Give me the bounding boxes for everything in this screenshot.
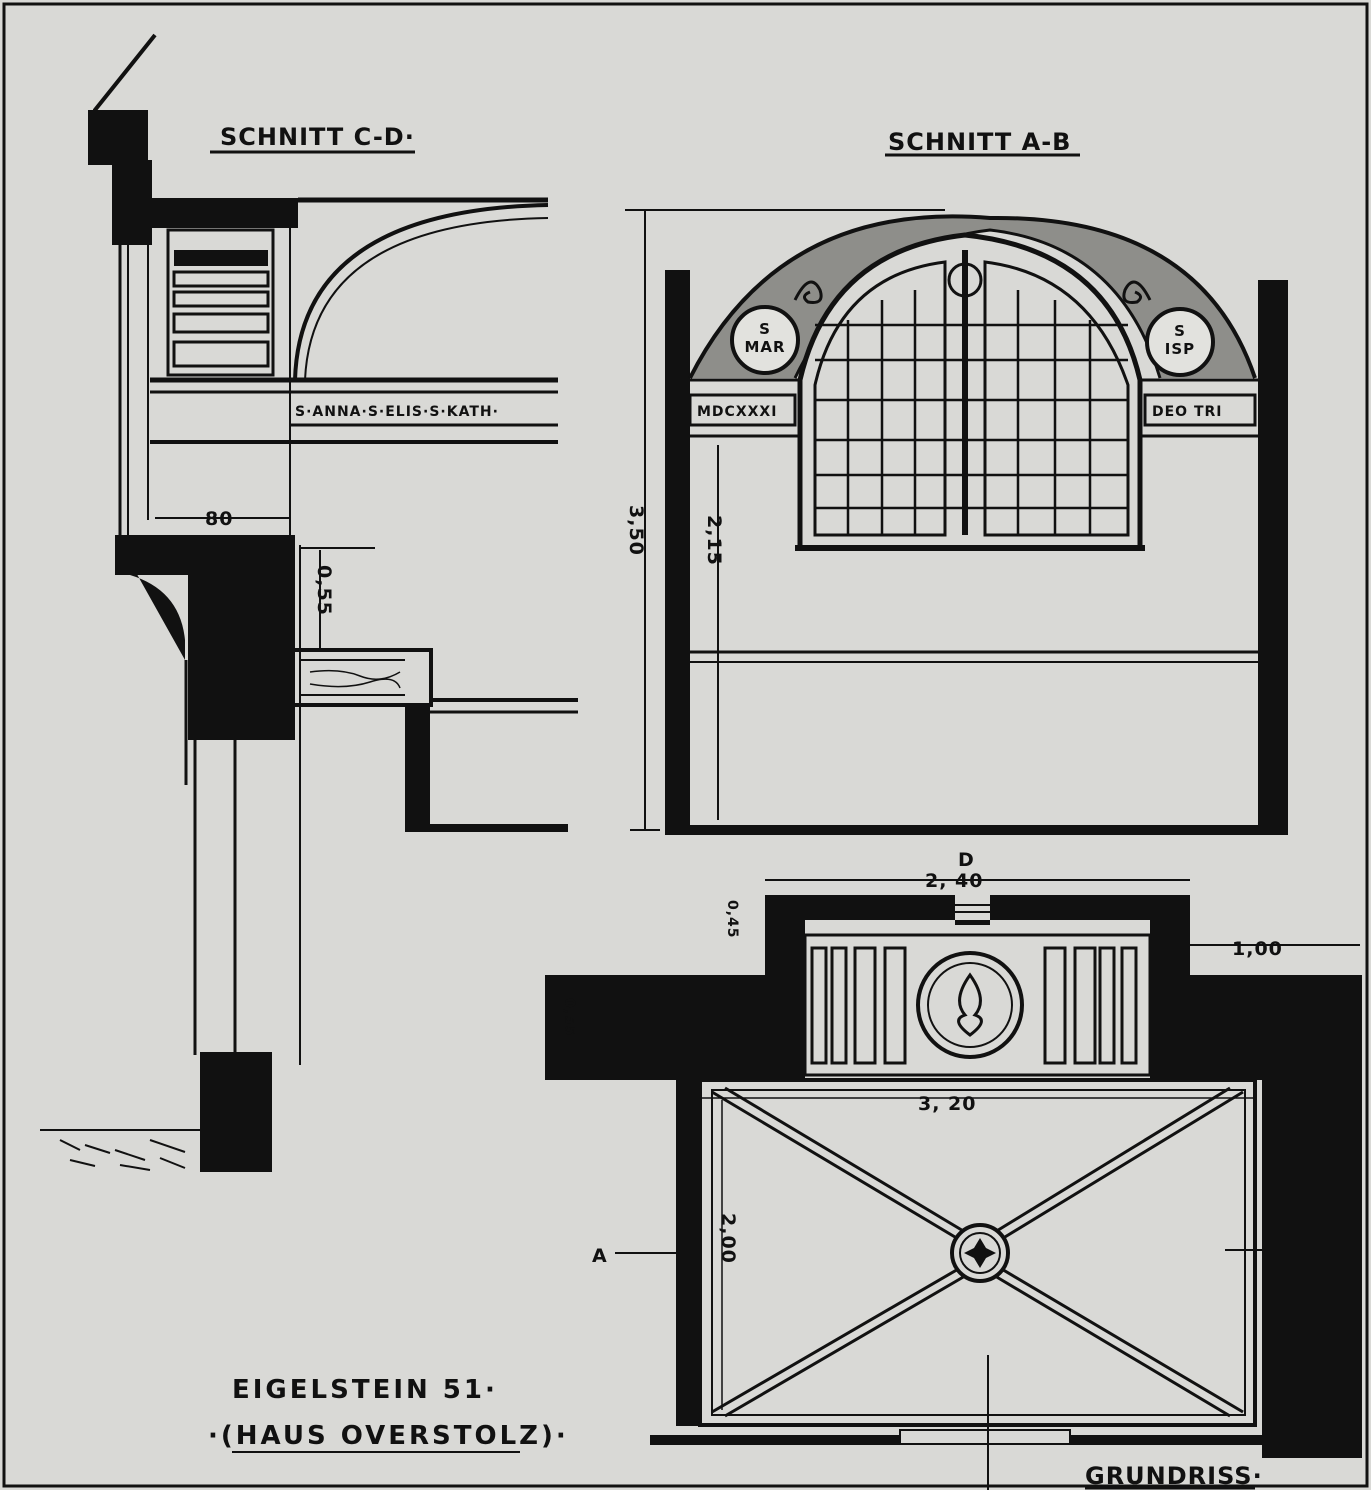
floor-plan-drawing [545,879,1362,1490]
bench-support [405,705,430,830]
medallion-left-line2: MAR [744,338,785,356]
plan-title: GRUNDRISS· [1085,1462,1263,1490]
shutter-panels [166,228,275,377]
bench-seat [274,648,433,707]
dim-label-80: 80 [205,508,233,530]
dim-label-350: 3,50 [625,505,647,556]
dim-label-320: 3, 20 [918,1093,977,1115]
vault-arch [293,203,549,381]
left-wall [665,270,690,835]
eave-block [88,110,148,165]
dim-label-055-plan: 0,55 [561,998,577,1037]
section-ab-drawing [625,209,1288,835]
plan-left-wall [676,1078,702,1426]
frieze-inscription: S·ANNA·S·ELIS·S·KATH· [295,404,499,420]
date-plaque [688,393,797,427]
dim-label-055-sill: 0,55 [313,565,335,616]
vault-ribs [711,1086,1244,1418]
medallion-right [1145,307,1215,377]
bay-medallion [916,951,1024,1059]
right-wall [1258,280,1288,835]
motto-plaque [1143,393,1257,427]
section-cd-drawing [40,33,578,1172]
flame-heart-icon [957,972,983,1037]
bay-fluting [810,946,1138,1065]
rosette-icon [964,1238,996,1268]
motto-inscription: DEO TRI [1152,404,1223,420]
ceiling-beam [148,198,298,228]
section-cd-title: SCHNITT C-D· [220,123,415,151]
spiral-ornament-left [793,280,823,304]
spiral-ornament-right [1122,280,1152,304]
section-ab-title: SCHNITT A-B [888,128,1071,156]
date-inscription: MDCXXXI [697,404,777,420]
caption-address: EIGELSTEIN 51· [232,1375,498,1405]
caption-house-name: ·(HAUS OVERSTOLZ)· [208,1421,569,1451]
marker-d: D [958,849,975,871]
ground-hatch [40,1129,200,1171]
medallion-right-line2: ISP [1165,340,1195,358]
outer-wall-upper [112,160,152,245]
gothic-window [795,232,1145,551]
dim-label-100: 1,00 [1232,938,1283,960]
marker-a: A [592,1245,608,1267]
vault-arch-inner [304,217,549,381]
roof-eave-line [93,33,157,115]
dim-label-240: 2, 40 [925,870,984,892]
dim-label-045: 0,45 [724,900,740,939]
medallion-right-line1: S [1174,322,1186,340]
dim-label-215: 2,15 [703,515,725,566]
wall-below-sill [188,570,295,740]
medallion-left [730,305,800,375]
plinth [200,1052,272,1172]
medallion-left-line1: S [759,320,771,338]
dim-label-200: 2,00 [717,1213,739,1264]
